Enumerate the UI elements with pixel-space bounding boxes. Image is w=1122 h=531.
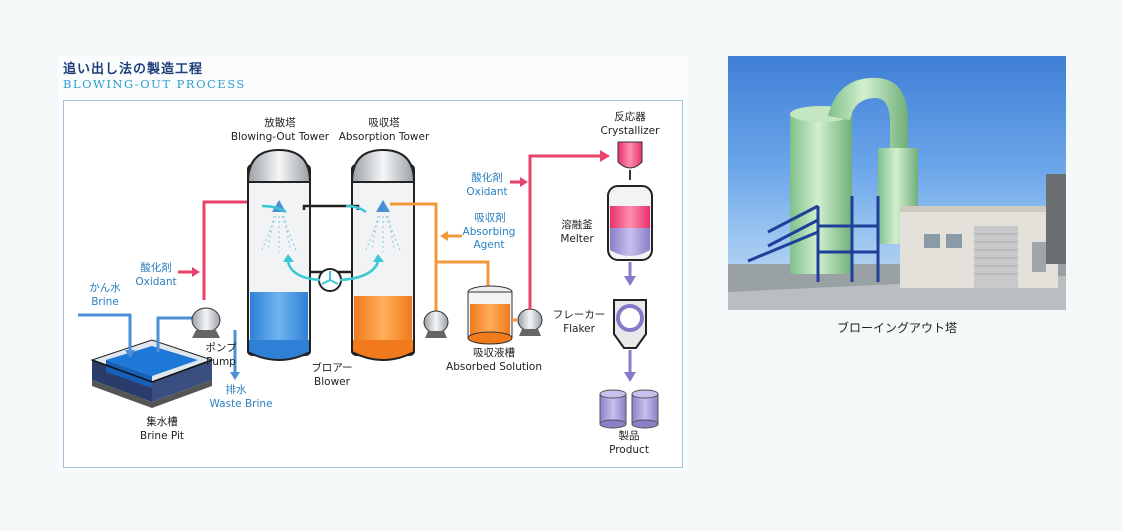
pump-solution: [517, 308, 543, 336]
absorbing-agent-label-en2: Agent: [473, 239, 505, 251]
crystallizer-label-jp: 反応器: [614, 111, 646, 123]
blowing-tower-label-en: Blowing-Out Tower: [230, 131, 330, 143]
tower-photo: [728, 56, 1066, 310]
brine-line: [78, 313, 237, 376]
absorption-tower-label-jp: 吸収塔: [368, 117, 400, 129]
blowing-out-tower: [246, 148, 312, 361]
brine-pit-label-jp: 集水槽: [146, 416, 178, 428]
waste-brine-label-en: Waste Brine: [209, 398, 273, 410]
absorption-tower: [350, 148, 416, 361]
pump-absorption: [423, 310, 449, 338]
absorbing-agent-arrow: [440, 231, 448, 241]
product-drums: [599, 389, 659, 429]
melter-arrow: [624, 276, 636, 286]
crystallizer-label-en: Crystallizer: [600, 125, 660, 137]
diagram-title-en: BLOWING-OUT PROCESS: [63, 77, 246, 91]
product-label-jp: 製品: [618, 430, 640, 442]
absorbed-solution-label-jp: 吸収液槽: [473, 347, 515, 359]
flaker: [613, 299, 647, 372]
flaker-arrow: [624, 372, 636, 382]
brine-label-en: Brine: [91, 296, 119, 308]
absorbed-solution-label-en: Absorbed Solution: [446, 361, 542, 373]
tower-photo-illustration: [728, 77, 1066, 310]
absorption-tower-label-en: Absorption Tower: [338, 131, 430, 143]
oxidant-left-label-en: Oxidant: [135, 276, 177, 288]
oxidant-right-arrow-top: [600, 150, 610, 162]
brine-label-jp: かん水: [89, 282, 121, 294]
oxidant-right-label-jp: 酸化剤: [471, 172, 503, 184]
air-arrow-right: [373, 254, 384, 262]
oxidant-right-arrow: [520, 177, 528, 187]
oxidant-left-line: [178, 200, 263, 300]
absorbing-agent-label-jp: 吸収剤: [474, 212, 506, 224]
waste-brine-arrow: [230, 372, 240, 380]
crystallizer: [617, 141, 643, 180]
photo-caption: ブローイングアウト塔: [836, 321, 957, 335]
blower-label-en: Blower: [314, 376, 350, 388]
waste-brine-label-jp: 排水: [225, 384, 247, 396]
pump-label-jp: ポンプ: [205, 342, 237, 354]
absorbing-agent-line: [390, 202, 490, 322]
melter-label-en: Melter: [560, 233, 594, 245]
brine-pit-label-en: Brine Pit: [139, 430, 185, 442]
melter-label-jp: 溶融釜: [561, 219, 593, 231]
air-flow-arrows: [261, 204, 380, 282]
absorbing-agent-label-en1: Absorbing: [462, 226, 516, 238]
absorbed-solution-tank: [467, 285, 513, 345]
blower: [318, 268, 342, 292]
melter: [607, 185, 653, 276]
pump-label-en: Pump: [206, 356, 236, 368]
gas-connection: [302, 204, 360, 274]
brine-arrow: [125, 350, 135, 358]
flaker-label-jp: フレーカー: [552, 309, 606, 321]
product-label-en: Product: [609, 444, 649, 456]
blowing-tower-label-jp: 放散塔: [264, 117, 296, 129]
flaker-label-en: Flaker: [563, 323, 595, 335]
brine-pit: [90, 339, 214, 408]
oxidant-left-label-jp: 酸化剤: [140, 262, 172, 274]
diagram-title-jp: 追い出し法の製造工程: [63, 62, 204, 77]
pump: [191, 307, 221, 338]
oxidant-right-label-en: Oxidant: [466, 186, 508, 198]
blower-label-jp: ブロアー: [311, 362, 353, 374]
air-arrow-left: [283, 254, 294, 262]
oxidant-left-arrow: [192, 267, 200, 277]
